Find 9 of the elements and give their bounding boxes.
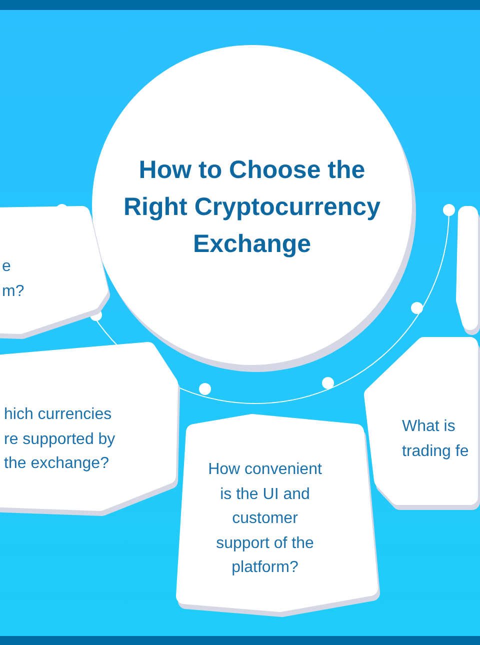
question-panel <box>176 414 380 618</box>
question-panel <box>0 342 180 517</box>
title-text: How to Choose the Right Cryptocurrency Exchange <box>122 155 382 260</box>
question-panel <box>456 206 480 336</box>
question-text: hich currencies re supported by the exchange? <box>4 405 116 474</box>
question-panel <box>364 337 480 511</box>
question-text: How convenient is the UI and customer support of the platform? <box>207 460 323 578</box>
question-text: What is trading fe <box>402 417 470 462</box>
question-text: e m? <box>2 257 26 302</box>
